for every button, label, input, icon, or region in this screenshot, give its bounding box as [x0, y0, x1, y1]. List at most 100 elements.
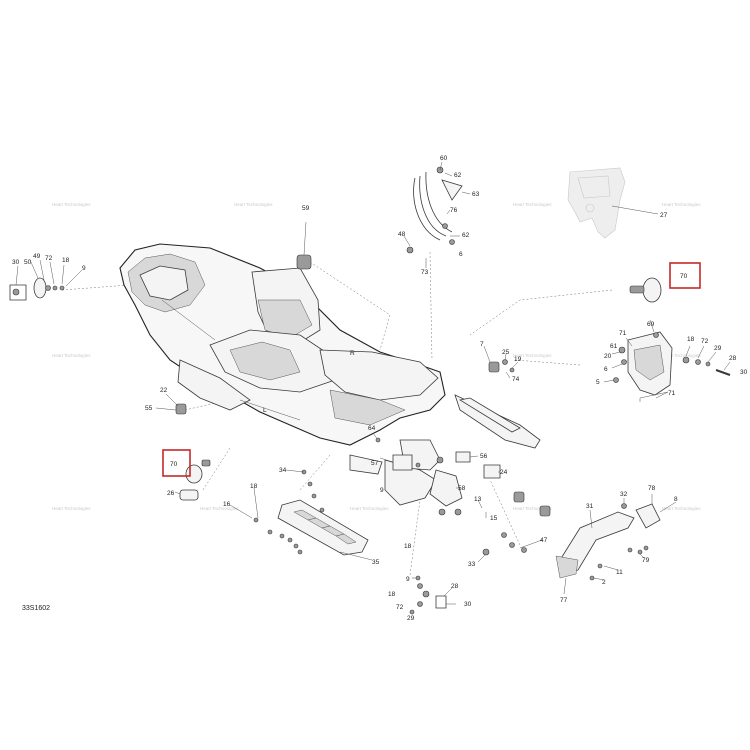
callout-label: 25 — [502, 349, 510, 356]
callout-label: 18 — [388, 591, 396, 598]
part-64-group — [372, 432, 501, 479]
callout-label: 18 — [250, 483, 258, 490]
callout-label: 61 — [610, 343, 618, 350]
callout-label: 16 — [223, 501, 231, 508]
callout-label: 58 — [458, 485, 466, 492]
callout-label: 9 — [406, 576, 410, 583]
callout-label: 77 — [560, 597, 568, 604]
callout-label: 71 — [668, 390, 676, 397]
callout-label: 72 — [45, 255, 53, 262]
callout-label: 18 — [404, 543, 412, 550]
diagram-code: 33S1602 — [22, 605, 50, 612]
callout-label: 6 — [459, 251, 463, 258]
watermark: Heart Technologies — [513, 353, 552, 358]
svg-text:R: R — [350, 350, 355, 357]
watermark: Heart Technologies — [52, 202, 91, 207]
watermark: Heart Technologies — [662, 353, 701, 358]
watermark: Heart Technologies — [513, 506, 552, 511]
callout-label: 69 — [647, 321, 655, 328]
part-22 — [155, 393, 187, 415]
callout-label: 5 — [596, 379, 600, 386]
callout-label: 48 — [398, 231, 406, 238]
callout-label: 29 — [407, 615, 415, 622]
hull-body: R L — [119, 243, 446, 446]
watermark: Heart Technologies — [662, 202, 701, 207]
callout-label: 72 — [396, 604, 404, 611]
svg-text:L: L — [263, 407, 267, 414]
side-rails — [349, 394, 541, 506]
callout-label: 49 — [33, 253, 41, 260]
callout-label: 30 — [740, 369, 748, 376]
callout-label: 7 — [480, 341, 484, 348]
callout-label: 72 — [701, 338, 709, 345]
part-70-left — [174, 459, 211, 501]
watermark: Heart Technologies — [662, 506, 701, 511]
callout-label: 26 — [167, 490, 175, 497]
watermark: Heart Technologies — [513, 202, 552, 207]
callout-label: 18 — [687, 336, 695, 343]
callout-label: 78 — [648, 485, 656, 492]
callout-label: 28 — [729, 355, 737, 362]
callout-label: 9 — [82, 265, 86, 272]
cable-assembly — [403, 161, 471, 268]
callout-label: 11 — [616, 569, 623, 576]
watermark: Heart Technologies — [52, 506, 91, 511]
watermark: Heart Technologies — [350, 506, 389, 511]
callout-label: 59 — [302, 205, 310, 212]
part-59 — [296, 221, 312, 270]
highlight-box-right — [669, 262, 701, 289]
callout-label: 33 — [468, 561, 476, 568]
callout-label: 15 — [490, 515, 498, 522]
callout-label: 79 — [642, 557, 650, 564]
callout-label: 47 — [540, 537, 548, 544]
callout-label: 70 — [680, 273, 688, 280]
callout-label: 9 — [380, 487, 384, 494]
watermark: Heart Technologies — [52, 353, 91, 358]
highlight-box-left — [162, 449, 191, 477]
callout-label: 22 — [160, 387, 168, 394]
watermark: Heart Technologies — [200, 506, 239, 511]
callout-label: 24 — [500, 469, 508, 476]
callout-label: 6 — [604, 366, 608, 373]
callout-label: 76 — [450, 207, 458, 214]
callout-label: 70 — [170, 461, 178, 468]
callout-label: 29 — [714, 345, 722, 352]
bottom-fasteners — [409, 575, 456, 615]
callout-label: 30 — [464, 601, 472, 608]
callout-label: 2 — [602, 579, 606, 586]
callout-label: 13 — [474, 496, 482, 503]
callout-label: 35 — [372, 559, 380, 566]
callout-label: 32 — [620, 491, 628, 498]
callout-label: 8 — [674, 496, 678, 503]
watermarks: Heart Technologies Heart Technologies He… — [52, 202, 701, 511]
callout-label: 56 — [480, 453, 488, 460]
engine-block-ghost — [567, 167, 659, 239]
callout-label: 60 — [440, 155, 448, 162]
callout-label: 34 — [279, 467, 287, 474]
grab-handle-31 — [555, 494, 677, 595]
left-bracket-assembly — [9, 259, 83, 301]
watermark: Heart Technologies — [234, 202, 273, 207]
center-fasteners — [483, 345, 519, 379]
callout-label: 71 — [619, 330, 627, 337]
callout-label: 62 — [454, 172, 462, 179]
callout-label: 28 — [451, 583, 459, 590]
callout-label: 18 — [62, 257, 70, 264]
callout-label: 55 — [145, 405, 153, 412]
right-bracket-assembly — [603, 277, 731, 402]
left-fasteners — [229, 469, 325, 555]
right-lower-fasteners — [477, 491, 551, 563]
callout-label: 63 — [472, 191, 480, 198]
callout-label: 57 — [371, 460, 379, 467]
callout-label: 19 — [514, 356, 522, 363]
callout-label: 31 — [586, 503, 594, 510]
callout-label: 73 — [421, 269, 429, 276]
callout-labels: 60 62 63 76 48 62 6 73 59 27 30 49 50 72… — [12, 155, 748, 622]
callout-label: 30 — [12, 259, 20, 266]
callout-label: 20 — [604, 353, 612, 360]
callout-label: 74 — [512, 376, 520, 383]
vent-grille-35 — [277, 499, 373, 561]
callout-label: 27 — [660, 212, 668, 219]
